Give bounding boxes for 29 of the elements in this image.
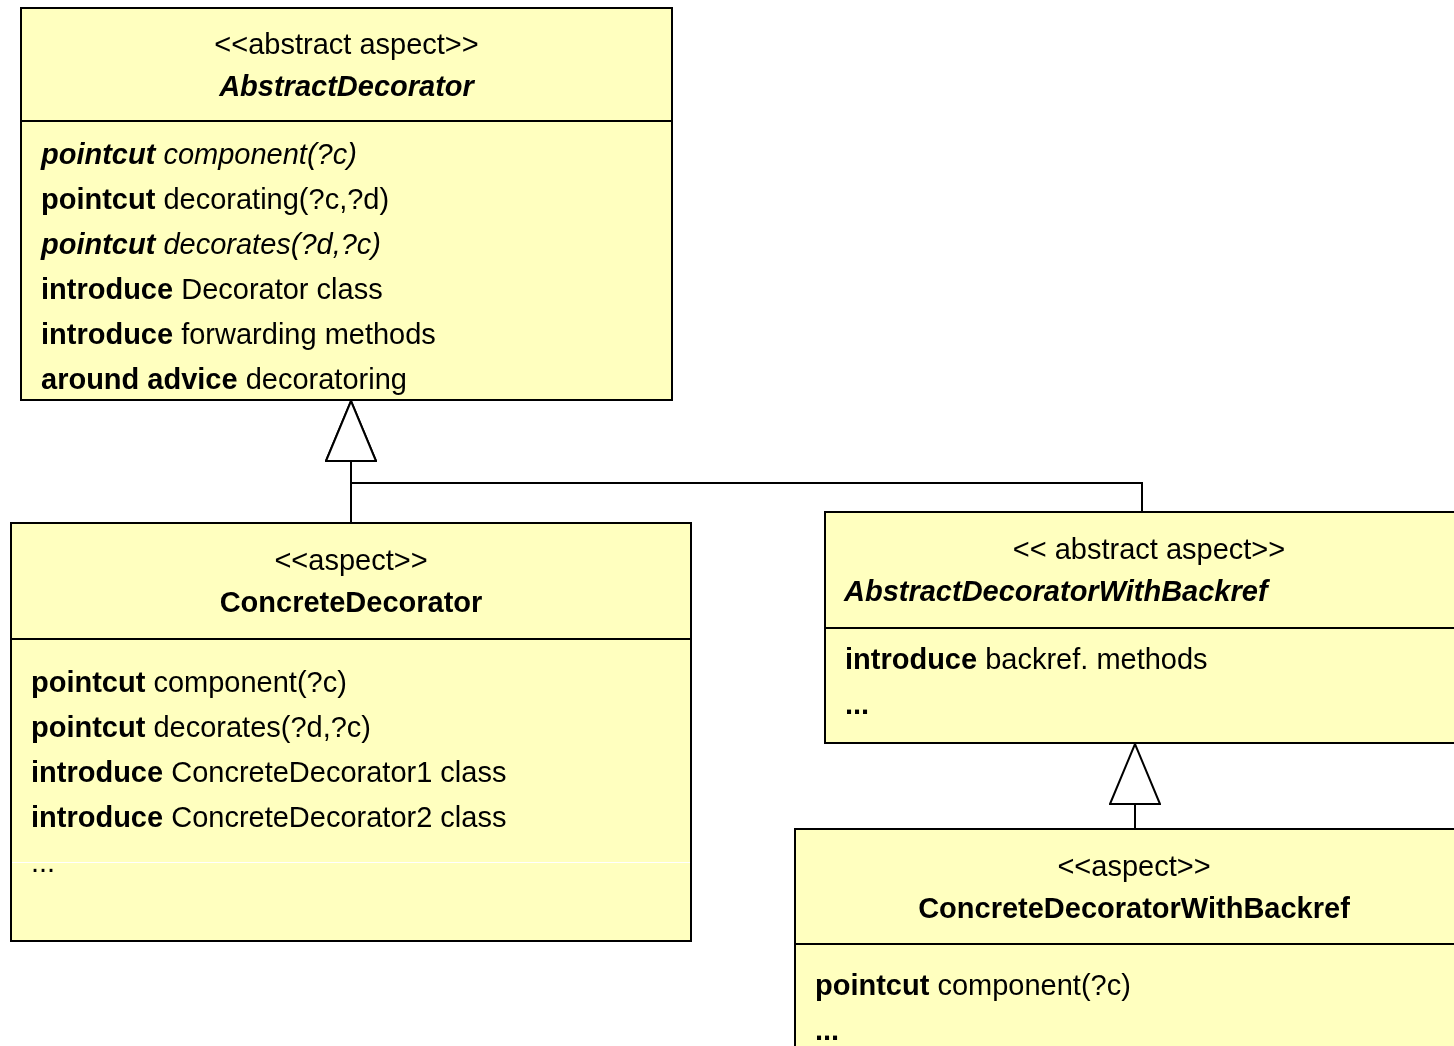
member-text: ...: [845, 687, 871, 722]
member-text: pointcut component(?c): [815, 968, 1132, 1003]
stereotype-label: <<aspect>>: [1056, 848, 1212, 884]
class-name: ConcreteDecoratorWithBackref: [917, 890, 1351, 926]
member-text: pointcut decorates(?d,?c): [41, 227, 383, 262]
class-name: ConcreteDecorator: [218, 585, 484, 620]
member-text: pointcut decorating(?c,?d): [41, 182, 391, 217]
member-text: ...: [31, 845, 57, 880]
member-text: pointcut component(?c): [31, 665, 348, 700]
member-text: introduce ConcreteDecorator2 class: [31, 800, 508, 835]
member-text: introduce backref. methods: [845, 642, 1209, 677]
member-text: introduce ConcreteDecorator1 class: [31, 755, 508, 790]
class-box: [10, 522, 692, 942]
stereotype-label: << abstract aspect>>: [1011, 532, 1287, 567]
member-text: ...: [815, 1013, 841, 1046]
generalization-arrow: [325, 400, 1143, 512]
member-text: around advice decoratoring: [41, 362, 408, 397]
class-box: [20, 7, 673, 401]
class-name: AbstractDecoratorWithBackref: [844, 574, 1271, 609]
member-text: pointcut component(?c): [41, 137, 358, 172]
generalization-arrow: [1109, 743, 1161, 829]
class-box: [824, 511, 1454, 744]
member-text: pointcut decorates(?d,?c): [31, 710, 373, 745]
stereotype-label: <<abstract aspect>>: [213, 26, 480, 62]
member-text: introduce forwarding methods: [41, 317, 437, 352]
stereotype-label: <<aspect>>: [273, 543, 429, 578]
member-text: introduce Decorator class: [41, 272, 384, 307]
class-name: AbstractDecorator: [218, 68, 476, 104]
class-box: [794, 828, 1454, 1046]
